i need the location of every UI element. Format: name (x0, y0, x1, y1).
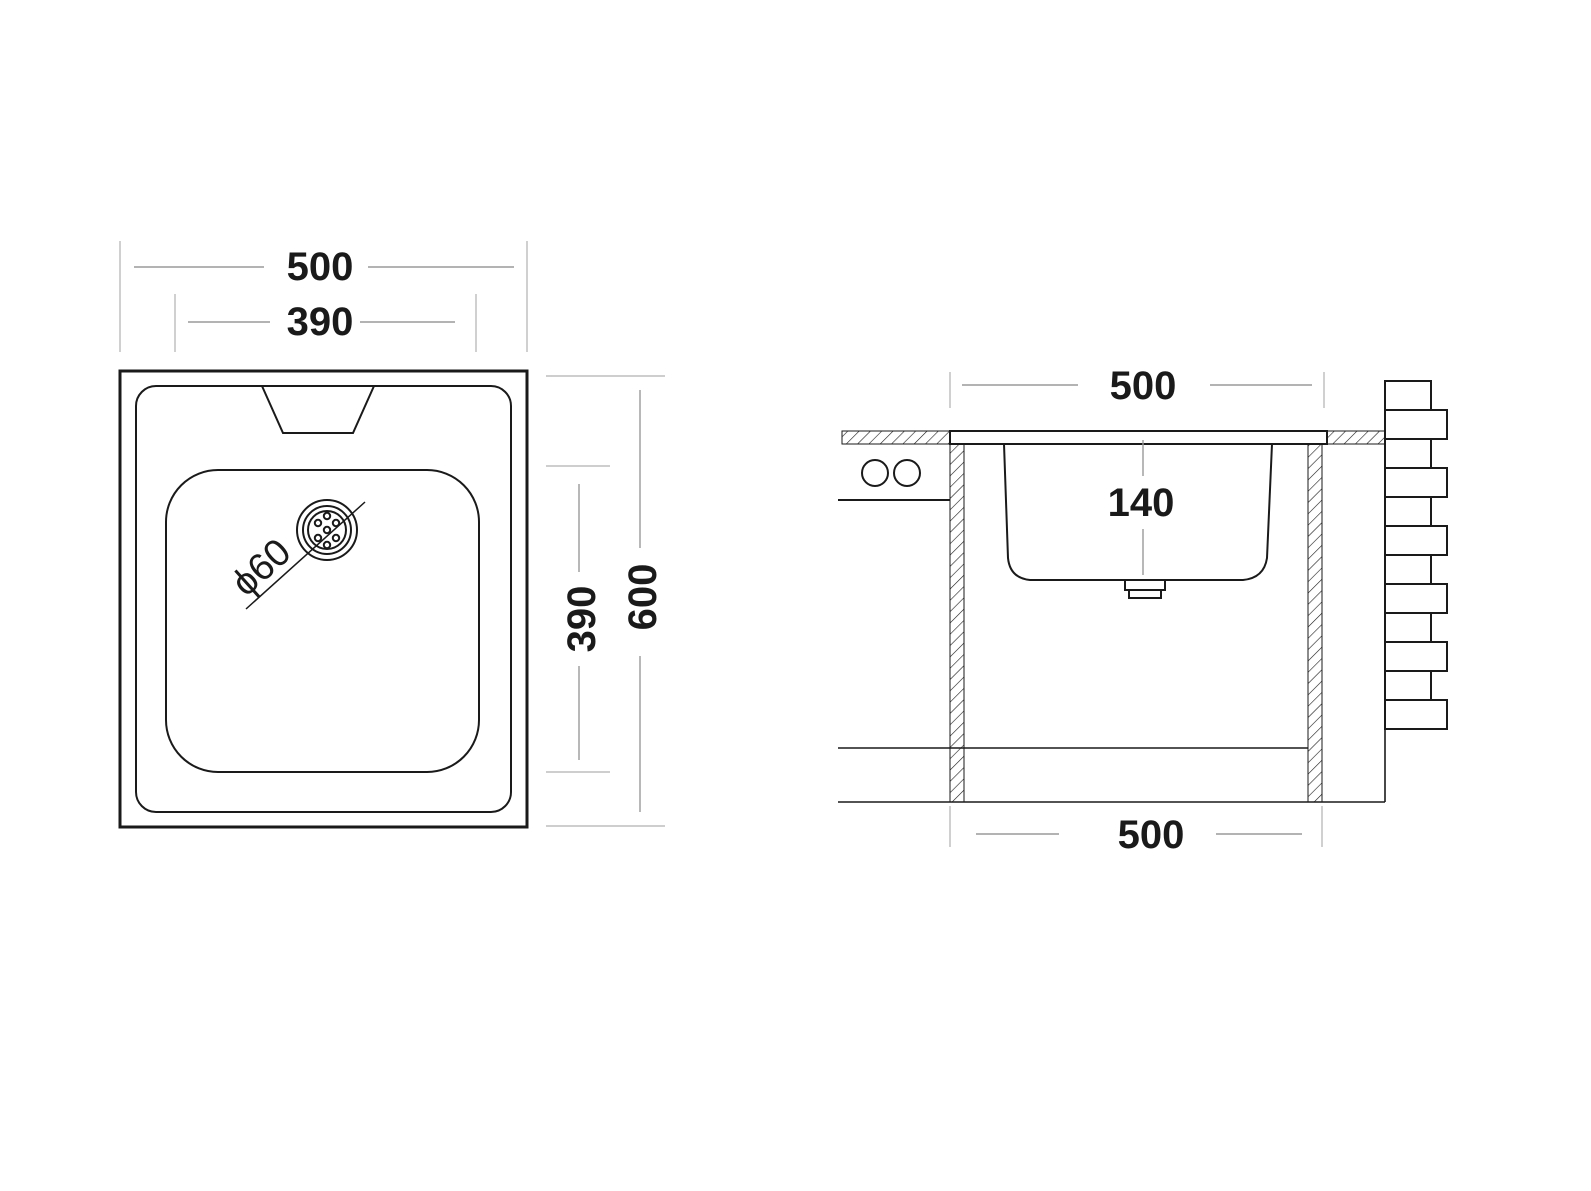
countertop-left (841, 430, 951, 445)
sink-rim-outline (135, 385, 512, 813)
side-view: 500 140 (838, 364, 1448, 857)
wall-bricks (1384, 380, 1448, 802)
hinge-circle-right (893, 459, 921, 487)
drain-leader-line (245, 501, 366, 610)
drain-outlet-top (1124, 579, 1166, 591)
drain-icon (296, 499, 358, 561)
countertop-right (1326, 430, 1386, 445)
hinge-circle-left (861, 459, 889, 487)
top-bowl-width-label: 390 (287, 300, 354, 344)
top-view: ϕ60 500 390 600 390 (118, 241, 665, 829)
top-overall-depth-label: 600 (621, 564, 665, 631)
cabinet-wall-right (1307, 443, 1323, 803)
drain-diameter-label: ϕ60 (224, 531, 299, 605)
top-bowl-depth-label: 390 (560, 586, 604, 653)
sink-plate-outline (118, 369, 529, 829)
overflow-notch (261, 385, 375, 434)
sink-rim-side (949, 430, 1328, 445)
side-top-width-label: 500 (1110, 364, 1177, 408)
drain-outlet-bottom (1128, 589, 1162, 599)
side-bowl-height-label: 140 (1108, 481, 1175, 525)
top-overall-width-label: 500 (287, 245, 354, 289)
sink-bowl-outline (165, 469, 480, 773)
side-cabinet-width-label: 500 (1118, 813, 1185, 857)
